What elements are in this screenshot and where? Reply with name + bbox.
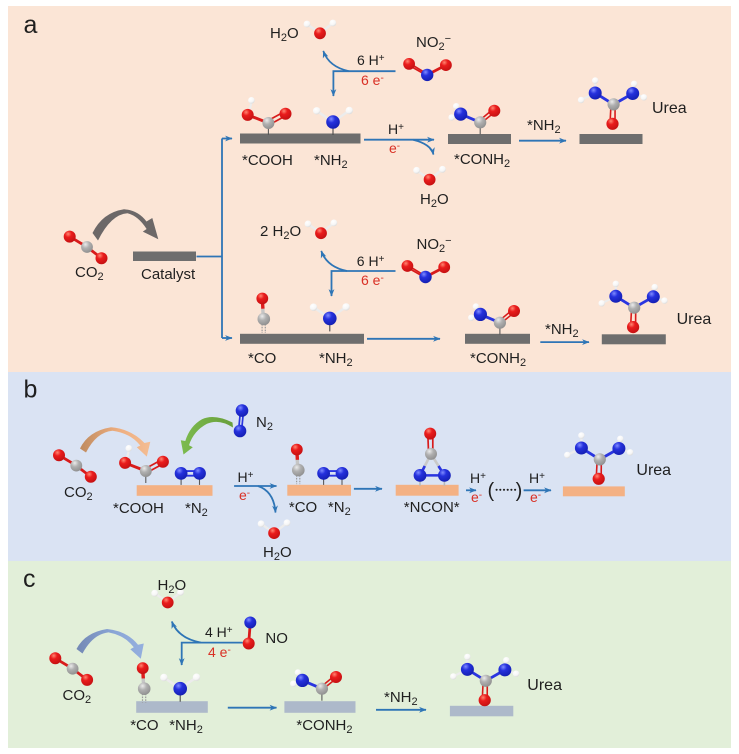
svg-text:CO2: CO2 [63, 687, 92, 706]
svg-text:*NCON*: *NCON* [404, 499, 460, 516]
svg-text:6 H+: 6 H+ [357, 52, 385, 68]
svg-text:4 H+: 4 H+ [205, 624, 233, 640]
svg-text:2 H2O: 2 H2O [260, 223, 301, 242]
svg-text:Catalyst: Catalyst [141, 266, 196, 283]
svg-text:*CO: *CO [248, 350, 276, 367]
svg-text:*NH2: *NH2 [169, 717, 203, 736]
svg-text:6 e-: 6 e- [361, 72, 384, 88]
svg-text:H2O: H2O [158, 577, 187, 596]
svg-text:*NH2: *NH2 [314, 152, 348, 171]
svg-text:Urea: Urea [527, 677, 562, 694]
svg-text:*NH2: *NH2 [319, 350, 353, 369]
svg-text:e-: e- [389, 140, 400, 156]
svg-text:*NH2: *NH2 [384, 689, 418, 708]
svg-text:(: ( [488, 480, 495, 502]
svg-text:*NH2: *NH2 [527, 117, 561, 136]
svg-text:*CONH2: *CONH2 [296, 717, 352, 736]
svg-text:e-: e- [471, 489, 482, 505]
svg-text:NO: NO [265, 630, 288, 647]
svg-text:*CO: *CO [289, 499, 317, 516]
svg-text:CO2: CO2 [75, 264, 104, 283]
svg-text:*NH2: *NH2 [545, 321, 579, 340]
svg-text:e-: e- [239, 487, 250, 503]
svg-text:H2O: H2O [420, 191, 449, 210]
svg-text:*COOH: *COOH [242, 152, 293, 169]
svg-text:H2O: H2O [270, 25, 299, 44]
svg-text:): ) [516, 480, 523, 502]
svg-text:*CONH2: *CONH2 [454, 151, 510, 170]
svg-text:*COOH: *COOH [113, 500, 164, 517]
svg-text:H2O: H2O [263, 544, 292, 563]
svg-text:Urea: Urea [636, 462, 671, 479]
svg-text:c: c [23, 565, 36, 593]
svg-text:*CO: *CO [130, 717, 158, 734]
svg-text:a: a [24, 11, 38, 39]
svg-text:*CONH2: *CONH2 [470, 350, 526, 369]
svg-text:6 e-: 6 e- [361, 272, 384, 288]
svg-text:CO2: CO2 [64, 484, 93, 503]
svg-text:e-: e- [530, 489, 541, 505]
svg-text:Urea: Urea [652, 100, 687, 117]
svg-text:Urea: Urea [677, 311, 712, 328]
svg-text:4 e-: 4 e- [208, 644, 231, 660]
svg-text:6 H+: 6 H+ [357, 253, 385, 269]
svg-text:b: b [24, 376, 38, 404]
